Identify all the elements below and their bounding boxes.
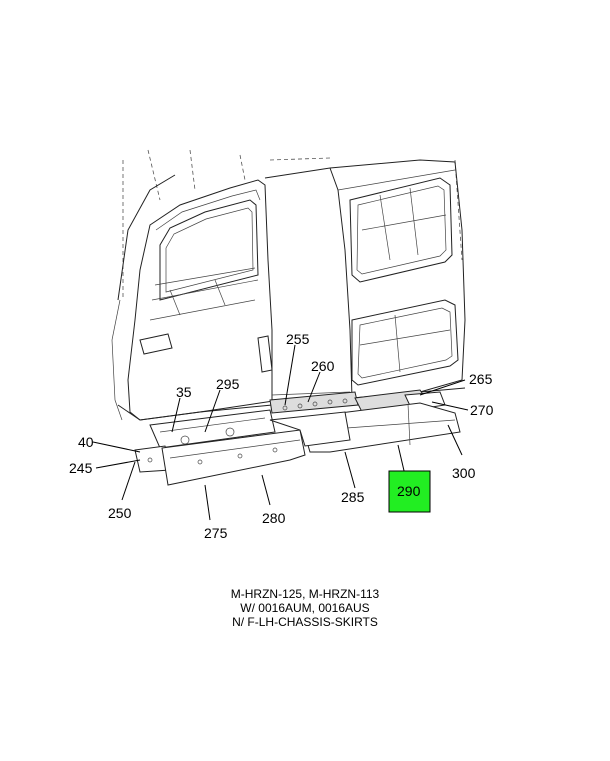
callout-35[interactable]: 35 [176,384,192,400]
chassis-skirt-parts [134,389,461,486]
callout-260[interactable]: 260 [311,358,335,374]
diagram-caption: M-HRZN-125, M-HRZN-113 W/ 0016AUM, 0016A… [0,587,610,629]
callout-labels: 35 40 245 250 255 260 265 270 275 280 28… [69,331,494,541]
callout-295[interactable]: 295 [216,376,240,392]
callout-250[interactable]: 250 [108,505,132,521]
callout-280[interactable]: 280 [262,510,286,526]
leader-lines [92,344,469,521]
caption-line-1: M-HRZN-125, M-HRZN-113 [230,587,380,601]
callout-245[interactable]: 245 [69,460,93,476]
caption-line-3: N/ F-LH-CHASSIS-SKIRTS [232,615,378,629]
callout-255[interactable]: 255 [286,331,310,347]
callout-300[interactable]: 300 [452,465,476,481]
callout-40[interactable]: 40 [78,434,94,450]
callout-285[interactable]: 285 [341,489,365,505]
callout-290[interactable]: 290 [397,483,421,499]
callout-270[interactable]: 270 [470,402,494,418]
callout-290-highlight[interactable] [388,470,431,513]
cab-illustration [111,149,466,421]
callout-275[interactable]: 275 [204,525,228,541]
callout-265[interactable]: 265 [469,371,493,387]
caption-line-2: W/ 0016AUM, 0016AUS [240,601,370,615]
